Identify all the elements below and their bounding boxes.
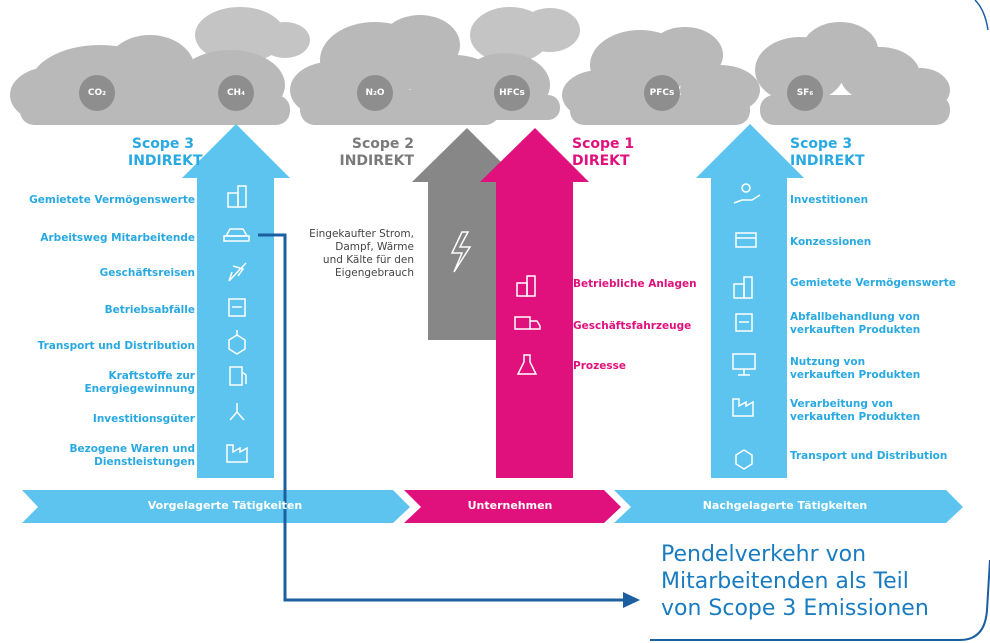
building-icon [227,185,247,208]
upstream-scope3-arrow [182,124,290,478]
upstream-item-label: Arbeitsweg Mitarbeitende [40,232,195,244]
robot-arm-icon [229,403,245,421]
factory-icon [732,398,754,417]
scope1-icons [514,275,541,375]
fuel-pump-icon [229,366,247,386]
band-upstream-label: Vorgelagerte Tätigkeiten [147,499,303,512]
flask-icon [516,354,538,375]
hand-coin-icon [733,183,761,204]
car-icon [223,228,250,242]
upstream-item-label: Transport und Distribution [37,340,195,352]
downstream-item-label: Verarbeitung von verkauften Produkten [790,398,921,423]
scope2-title: Scope 2 INDIREKT [330,136,415,170]
recycle-bin-icon [735,313,753,332]
lightning-icon [450,231,472,273]
downstream-item-label: Nutzung von verkauften Produkten [790,356,921,381]
scope-type: INDIREKT [790,153,865,169]
package-icon [735,449,753,470]
band-upstream [22,490,410,523]
scope1-item-label: Betriebliche Anlagen [573,278,697,290]
band-downstream-label: Nachgelagerte Tätigkeiten [702,499,868,512]
building-icon [516,275,536,297]
scope1-item-label: Prozesse [573,360,626,372]
scope-type: INDIREKT [339,153,415,169]
downstream-item-label: Investitionen [790,194,869,206]
scope2-description: Eingekaufter Strom, Dampf, Wärme und Käl… [309,228,414,279]
band-company [404,490,621,523]
upstream-item-label: Kraftstoffe zur Energiegewinnung [84,370,195,395]
gas-label: CO₂ [87,88,107,98]
scope-name: Scope 1 [572,136,635,152]
package-icon [228,330,246,355]
upstream-item-label: Bezogene Waren und Dienstleistungen [69,443,195,468]
gas-circles [79,75,823,111]
scope-name: Scope 2 [351,136,414,152]
plane-icon [228,262,247,282]
downstream-item-label: Gemietete Vermögenswerte [790,277,956,289]
downstream-item-label: Abfallbehandlung von verkauften Produkte… [790,311,921,336]
store-icon [735,232,757,248]
downstream-item-label: Transport und Distribution [790,450,948,462]
scope1-item-label: Geschäftsfahrzeuge [573,320,692,332]
cloud-pfcs [562,27,760,125]
gas-label: HFCs [499,88,525,98]
callout-arrowhead [623,592,640,608]
scope1-arrow [480,128,589,478]
gas-label: SF₆ [796,88,814,98]
scope-type: DIREKT [572,153,630,169]
callout-connector-line [258,233,627,602]
building-icon [733,276,753,299]
corner-frame-line [650,559,990,641]
gas-label: PFCs [649,88,675,98]
band-company-label: Unternehmen [467,499,553,512]
top-right-frame-line [974,0,989,31]
scope-name: Scope 3 [790,136,853,152]
scope3-downstream-title: Scope 3 INDIREKT [790,136,865,170]
upstream-item-label: Geschäftsreisen [99,267,195,279]
upstream-item-label: Betriebsabfälle [104,304,195,316]
truck-icon [514,316,541,330]
upstream-item-label: Investitionsgüter [92,413,195,425]
downstream-item-label: Konzessionen [790,236,872,248]
factory-icon [226,444,248,463]
downstream-scope3-arrow [696,124,804,478]
commute-callout-text: Pendelverkehr von Mitarbeitenden als Tei… [661,542,929,621]
cloud-sf6 [755,22,950,125]
upstream-icons [223,185,250,463]
gas-label: CH₄ [226,88,246,98]
gas-label: N₂O [365,88,385,98]
downstream-icons [732,183,761,470]
scope1-title: Scope 1 DIREKT [572,136,634,170]
cloud-group [10,7,950,125]
scope-type: INDIREKT [128,153,203,169]
scope3-upstream-title: Scope 3 INDIREKT [128,136,203,170]
scope-name: Scope 3 [131,136,194,152]
monitor-icon [732,353,756,376]
band-downstream [614,490,963,523]
upstream-item-label: Gemietete Vermögenswerte [29,194,195,206]
recycle-bin-icon [228,298,246,317]
